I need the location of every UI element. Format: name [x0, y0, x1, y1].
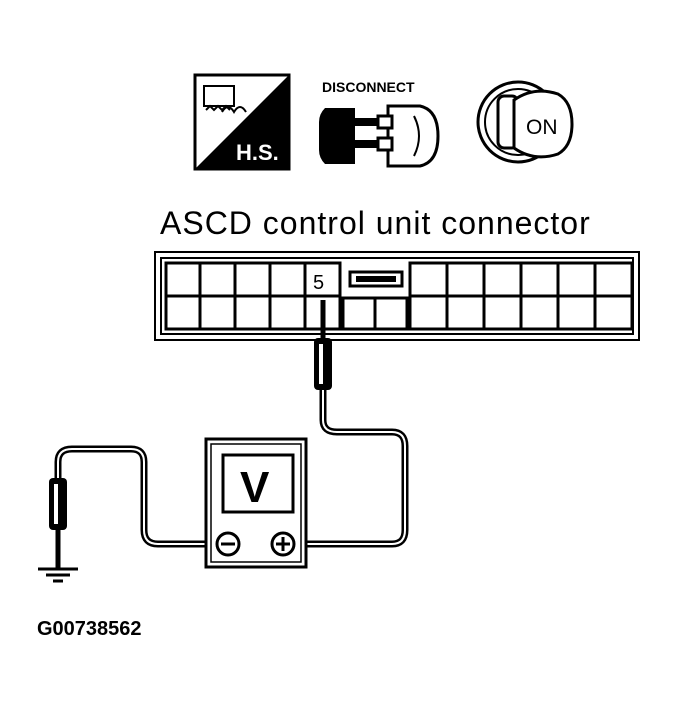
disconnect-label: DISCONNECT: [322, 79, 415, 95]
positive-terminal: [270, 531, 296, 557]
negative-terminal: [215, 531, 241, 557]
harness-sensor-label: H.S.: [236, 140, 279, 165]
ground-symbol: [38, 567, 78, 583]
ignition-label: ON: [526, 116, 558, 139]
voltmeter: V: [204, 437, 308, 569]
connector-title: ASCD control unit connector: [160, 205, 591, 241]
positive-probe: [314, 300, 332, 390]
figure-id: G00738562: [37, 618, 142, 640]
ascd-control-unit-connector: 5: [154, 251, 640, 341]
negative-probe: [49, 478, 67, 568]
voltmeter-display-label: V: [240, 463, 270, 512]
terminal-5-label: 5: [313, 272, 324, 294]
negative-lead: [54, 445, 211, 548]
harness-sensor-icon: H.S.: [193, 73, 291, 171]
ignition-key-icon: ON: [476, 80, 574, 164]
disconnect-icon: DISCONNECT: [319, 79, 440, 168]
positive-lead: [294, 390, 409, 548]
